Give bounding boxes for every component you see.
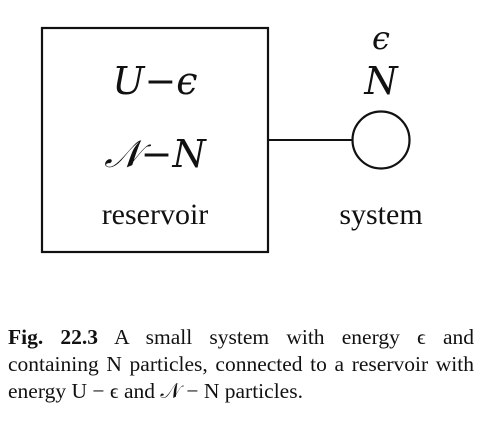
system-energy-label: ϵ <box>372 19 390 57</box>
diagram-canvas <box>40 26 411 254</box>
reservoir-particles-label: 𝒩−N <box>104 132 206 176</box>
system-name-label: system <box>339 198 423 231</box>
reservoir-energy-label: U−ϵ <box>112 59 198 103</box>
figure-caption: Fig. 22.3 A small system with energy ϵ a… <box>8 324 474 405</box>
reservoir-system-diagram: U−ϵ 𝒩−N reservoir ϵ N system <box>40 19 423 254</box>
system-circle <box>351 110 411 170</box>
reservoir-name-label: reservoir <box>101 198 209 231</box>
figure-number: Fig. 22.3 <box>8 325 99 349</box>
system-particles-label: N <box>364 59 398 103</box>
caption-text: A small system with energy ϵ and contain… <box>8 325 474 403</box>
